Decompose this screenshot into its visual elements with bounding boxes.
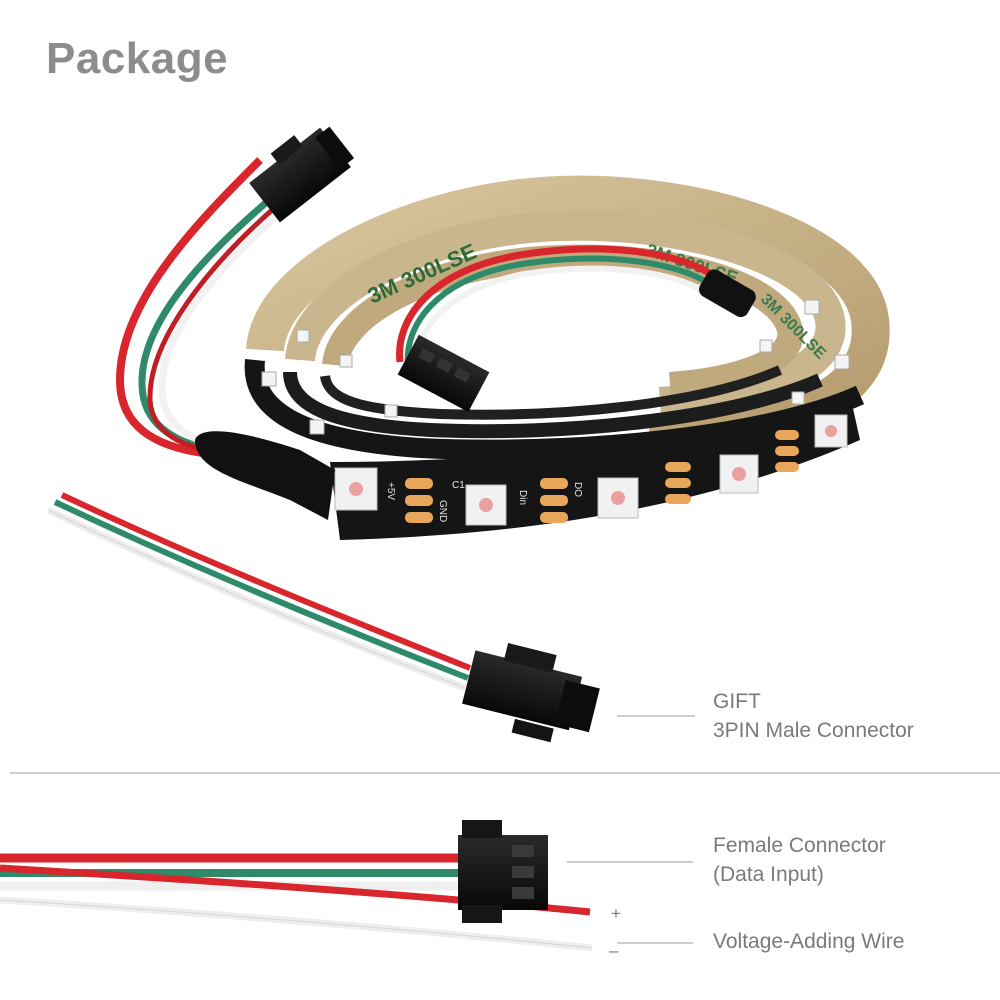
minus-sign: –	[609, 941, 619, 960]
front-leds	[334, 414, 848, 526]
front-strip-segment: +5V Din GND DO C1	[330, 395, 860, 540]
lead-wire-red-2	[147, 208, 274, 457]
voltage-wire-white-edge	[0, 899, 593, 949]
inner-wire-red	[396, 245, 723, 363]
silk-cap: C1	[452, 480, 465, 491]
led-strip-reel-icon: 3M 300LSE 3M 300LSE 3M 300LSE	[244, 175, 890, 460]
voltage-wire-label: Voltage-Adding Wire	[713, 930, 905, 953]
lead-heatshrink	[195, 431, 335, 520]
gift-label: GIFT	[713, 690, 761, 713]
reel-lead-wires	[115, 157, 335, 520]
silk-din: Din	[517, 490, 528, 505]
gift-wire-green	[53, 499, 470, 681]
gift-male-connector-icon	[462, 643, 600, 743]
reel-pcb-edge-3	[320, 365, 783, 420]
silk-do: DO	[572, 482, 583, 497]
reel-coil-middle	[285, 210, 846, 417]
lead-wire-red	[115, 157, 263, 459]
front-strip-pcb	[330, 395, 860, 540]
inner-wire-white	[412, 265, 714, 371]
gift-wire-bundle	[46, 492, 472, 692]
male-connector-label: 3PIN Male Connector	[713, 719, 914, 742]
inner-heatshrink	[699, 269, 756, 318]
inner-wire-green	[404, 255, 718, 367]
inner-female-connector-icon	[397, 334, 490, 413]
reel-pcb-edge-2	[283, 371, 823, 439]
lead-wire-white	[158, 202, 293, 452]
gift-wire-red	[60, 492, 472, 671]
page-title: Package	[46, 34, 229, 83]
female-connector-label: Female Connector	[713, 834, 886, 857]
silk-gnd: GND	[437, 500, 448, 522]
plus-sign: +	[611, 904, 621, 923]
data-input-label: (Data Input)	[713, 863, 824, 886]
reel-coil-inner	[322, 244, 804, 398]
reel-male-connector-icon	[249, 126, 355, 223]
silk-vcc: +5V	[385, 482, 396, 500]
female-connector-icon	[458, 820, 548, 923]
gift-wire-white-outline	[47, 509, 466, 689]
front-gold-pads	[405, 430, 799, 523]
